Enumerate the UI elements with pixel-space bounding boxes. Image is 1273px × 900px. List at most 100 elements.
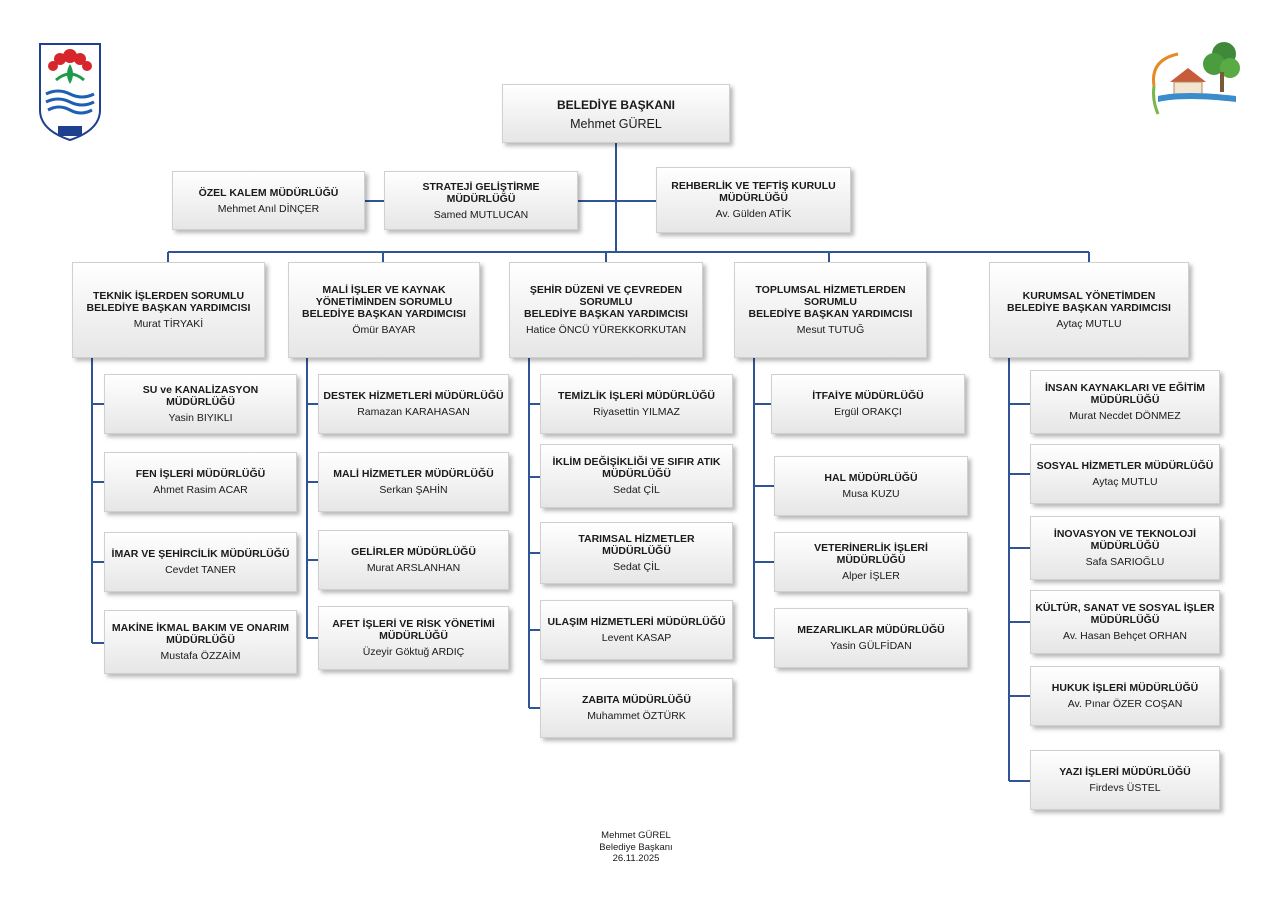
unit-title: HAL MÜDÜRLÜĞÜ bbox=[824, 472, 918, 484]
unit-head: Murat ARSLANHAN bbox=[366, 562, 461, 574]
unit-box-kultur-sanat: KÜLTÜR, SANAT VE SOSYAL İŞLER MÜDÜRLÜĞÜ … bbox=[1030, 590, 1220, 654]
unit-title: VETERİNERLİK İŞLERİ MÜDÜRLÜĞÜ bbox=[814, 542, 928, 566]
unit-head: Ergül ORAKÇI bbox=[834, 406, 902, 418]
unit-head: Safa SARIOĞLU bbox=[1085, 556, 1165, 568]
deputy-name: Mesut TUTUĞ bbox=[796, 324, 865, 336]
unit-title: AFET İŞLERİ VE RİSK YÖNETİMİ MÜDÜRLÜĞÜ bbox=[332, 618, 495, 642]
deputy-box-kurumsal: KURUMSAL YÖNETİMDEN BELEDİYE BAŞKAN YARD… bbox=[989, 262, 1189, 358]
deputy-box-teknik: TEKNİK İŞLERDEN SORUMLU BELEDİYE BAŞKAN … bbox=[72, 262, 265, 358]
unit-box-su-kanalizasyon: SU ve KANALİZASYON MÜDÜRLÜĞÜ Yasin BIYIK… bbox=[104, 374, 297, 434]
unit-title: DESTEK HİZMETLERİ MÜDÜRLÜĞÜ bbox=[323, 390, 504, 402]
unit-head: Mehmet Anıl DİNÇER bbox=[217, 202, 320, 215]
unit-box-zabita: ZABITA MÜDÜRLÜĞÜ Muhammet ÖZTÜRK bbox=[540, 678, 733, 738]
unit-title: REHBERLİK VE TEFTİŞ KURULU MÜDÜRLÜĞÜ bbox=[671, 180, 836, 204]
unit-box-itfaiye: İTFAİYE MÜDÜRLÜĞÜ Ergül ORAKÇI bbox=[771, 374, 965, 434]
unit-title: İNSAN KAYNAKLARI VE EĞİTİM MÜDÜRLÜĞÜ bbox=[1044, 382, 1206, 406]
unit-title: ULAŞIM HİZMETLERİ MÜDÜRLÜĞÜ bbox=[547, 616, 726, 628]
unit-head: Üzeyir Göktuğ ARDIÇ bbox=[362, 646, 465, 658]
signature-date: 26.11.2025 bbox=[612, 853, 660, 864]
unit-title: ÖZEL KALEM MÜDÜRLÜĞÜ bbox=[198, 186, 339, 199]
unit-title: İMAR VE ŞEHİRCİLİK MÜDÜRLÜĞÜ bbox=[111, 548, 290, 560]
deputy-name: Hatice ÖNCÜ YÜREKKORKUTAN bbox=[525, 324, 687, 336]
staff-box-ozel-kalem: ÖZEL KALEM MÜDÜRLÜĞÜ Mehmet Anıl DİNÇER bbox=[172, 171, 365, 230]
unit-head: Sedat ÇİL bbox=[613, 484, 660, 496]
signature-block: Mehmet GÜREL Belediye Başkanı 26.11.2025 bbox=[536, 830, 736, 865]
unit-head: Levent KASAP bbox=[601, 632, 672, 644]
yalova-belediyesi-logo bbox=[39, 43, 101, 142]
unit-box-temizlik: TEMİZLİK İŞLERİ MÜDÜRLÜĞÜ Riyasettin YIL… bbox=[540, 374, 733, 434]
unit-title: KÜLTÜR, SANAT VE SOSYAL İŞLER MÜDÜRLÜĞÜ bbox=[1035, 602, 1215, 626]
unit-head: Ramazan KARAHASAN bbox=[357, 406, 470, 418]
unit-box-iklim: İKLİM DEĞİŞİKLİĞİ VE SIFIR ATIK MÜDÜRLÜĞ… bbox=[540, 444, 733, 508]
unit-head: Av. Pınar ÖZER COŞAN bbox=[1067, 698, 1183, 710]
unit-title: İNOVASYON VE TEKNOLOJİ MÜDÜRLÜĞÜ bbox=[1053, 528, 1197, 552]
staff-box-rehberlik: REHBERLİK VE TEFTİŞ KURULU MÜDÜRLÜĞÜ Av.… bbox=[656, 167, 851, 233]
deputy-name: Aytaç MUTLU bbox=[1056, 318, 1122, 330]
unit-title: MEZARLIKLAR MÜDÜRLÜĞÜ bbox=[797, 624, 945, 636]
unit-title: SU ve KANALİZASYON MÜDÜRLÜĞÜ bbox=[142, 384, 259, 408]
staff-box-strateji: STRATEJİ GELİŞTİRME MÜDÜRLÜĞÜ Samed MUTL… bbox=[384, 171, 578, 230]
mayor-box: BELEDİYE BAŞKANI Mehmet GÜREL bbox=[502, 84, 730, 143]
unit-box-yazi-isleri: YAZI İŞLERİ MÜDÜRLÜĞÜ Firdevs ÜSTEL bbox=[1030, 750, 1220, 810]
unit-head: Firdevs ÜSTEL bbox=[1089, 782, 1161, 794]
unit-head: Muhammet ÖZTÜRK bbox=[587, 710, 686, 722]
unit-box-ulasim: ULAŞIM HİZMETLERİ MÜDÜRLÜĞÜ Levent KASAP bbox=[540, 600, 733, 660]
unit-head: Yasin BIYIKLI bbox=[168, 412, 233, 424]
unit-head: Musa KUZU bbox=[842, 488, 900, 500]
unit-box-veterinerlik: VETERİNERLİK İŞLERİ MÜDÜRLÜĞÜ Alper İŞLE… bbox=[774, 532, 968, 592]
deputy-name: Ömür BAYAR bbox=[352, 324, 416, 336]
unit-head: Aytaç MUTLU bbox=[1092, 476, 1158, 488]
unit-box-imar: İMAR VE ŞEHİRCİLİK MÜDÜRLÜĞÜ Cevdet TANE… bbox=[104, 532, 297, 592]
deputy-title: KURUMSAL YÖNETİMDEN BELEDİYE BAŞKAN YARD… bbox=[1007, 290, 1171, 314]
mayor-title: BELEDİYE BAŞKANI bbox=[556, 97, 675, 112]
deputy-box-sehir: ŞEHİR DÜZENİ VE ÇEVREDEN SORUMLU BELEDİY… bbox=[509, 262, 703, 358]
unit-box-destek: DESTEK HİZMETLERİ MÜDÜRLÜĞÜ Ramazan KARA… bbox=[318, 374, 509, 434]
unit-box-gelirler: GELİRLER MÜDÜRLÜĞÜ Murat ARSLANHAN bbox=[318, 530, 509, 590]
unit-title: ZABITA MÜDÜRLÜĞÜ bbox=[581, 694, 692, 706]
unit-head: Alper İŞLER bbox=[842, 570, 900, 582]
deputy-title: TOPLUMSAL HİZMETLERDEN SORUMLU BELEDİYE … bbox=[748, 284, 913, 320]
unit-title: STRATEJİ GELİŞTİRME MÜDÜRLÜĞÜ bbox=[422, 180, 540, 205]
unit-title: SOSYAL HİZMETLER MÜDÜRLÜĞÜ bbox=[1036, 460, 1214, 472]
yuruyen-kosk-logo bbox=[1152, 42, 1240, 115]
unit-head: Cevdet TANER bbox=[165, 564, 236, 576]
unit-title: İKLİM DEĞİŞİKLİĞİ VE SIFIR ATIK MÜDÜRLÜĞ… bbox=[552, 456, 721, 480]
unit-head: Mustafa ÖZZAİM bbox=[160, 650, 241, 662]
unit-head: Sedat ÇİL bbox=[613, 561, 660, 573]
unit-box-insan-kaynaklari: İNSAN KAYNAKLARI VE EĞİTİM MÜDÜRLÜĞÜ Mur… bbox=[1030, 370, 1220, 434]
unit-title: YAZI İŞLERİ MÜDÜRLÜĞÜ bbox=[1059, 766, 1191, 778]
deputy-box-toplumsal: TOPLUMSAL HİZMETLERDEN SORUMLU BELEDİYE … bbox=[734, 262, 927, 358]
unit-title: İTFAİYE MÜDÜRLÜĞÜ bbox=[812, 390, 924, 402]
unit-title: MALİ HİZMETLER MÜDÜRLÜĞÜ bbox=[333, 468, 494, 480]
unit-box-sosyal-hizmetler: SOSYAL HİZMETLER MÜDÜRLÜĞÜ Aytaç MUTLU bbox=[1030, 444, 1220, 504]
unit-title: MAKİNE İKMAL BAKIM VE ONARIM MÜDÜRLÜĞÜ bbox=[111, 622, 290, 646]
unit-title: GELİRLER MÜDÜRLÜĞÜ bbox=[351, 546, 476, 558]
deputy-title: MALİ İŞLER VE KAYNAK YÖNETİMİNDEN SORUML… bbox=[302, 284, 466, 320]
signature-name: Mehmet GÜREL bbox=[601, 830, 671, 841]
unit-head: Yasin GÜLFİDAN bbox=[830, 640, 912, 652]
unit-box-hukuk: HUKUK İŞLERİ MÜDÜRLÜĞÜ Av. Pınar ÖZER CO… bbox=[1030, 666, 1220, 726]
unit-box-makine-ikmal: MAKİNE İKMAL BAKIM VE ONARIM MÜDÜRLÜĞÜ M… bbox=[104, 610, 297, 674]
unit-head: Serkan ŞAHİN bbox=[379, 484, 448, 496]
unit-box-inovasyon: İNOVASYON VE TEKNOLOJİ MÜDÜRLÜĞÜ Safa SA… bbox=[1030, 516, 1220, 580]
deputy-title: TEKNİK İŞLERDEN SORUMLU BELEDİYE BAŞKAN … bbox=[86, 290, 251, 314]
unit-title: TARIMSAL HİZMETLER MÜDÜRLÜĞÜ bbox=[578, 533, 695, 557]
unit-head: Ahmet Rasim ACAR bbox=[153, 484, 248, 496]
deputy-box-mali: MALİ İŞLER VE KAYNAK YÖNETİMİNDEN SORUML… bbox=[288, 262, 480, 358]
unit-head: Av. Gülden ATİK bbox=[715, 208, 792, 220]
unit-box-mezarliklar: MEZARLIKLAR MÜDÜRLÜĞÜ Yasin GÜLFİDAN bbox=[774, 608, 968, 668]
unit-title: HUKUK İŞLERİ MÜDÜRLÜĞÜ bbox=[1051, 682, 1199, 694]
deputy-title: ŞEHİR DÜZENİ VE ÇEVREDEN SORUMLU BELEDİY… bbox=[524, 284, 688, 320]
mayor-name: Mehmet GÜREL bbox=[570, 116, 662, 131]
unit-head: Samed MUTLUCAN bbox=[433, 208, 529, 221]
unit-box-mali-hizmetler: MALİ HİZMETLER MÜDÜRLÜĞÜ Serkan ŞAHİN bbox=[318, 452, 509, 512]
unit-box-hal: HAL MÜDÜRLÜĞÜ Musa KUZU bbox=[774, 456, 968, 516]
unit-box-afet: AFET İŞLERİ VE RİSK YÖNETİMİ MÜDÜRLÜĞÜ Ü… bbox=[318, 606, 509, 670]
unit-box-tarimsal: TARIMSAL HİZMETLER MÜDÜRLÜĞÜ Sedat ÇİL bbox=[540, 522, 733, 584]
unit-head: Riyasettin YILMAZ bbox=[593, 406, 680, 418]
deputy-name: Murat TİRYAKİ bbox=[133, 318, 204, 330]
unit-head: Av. Hasan Behçet ORHAN bbox=[1063, 630, 1187, 642]
unit-head: Murat Necdet DÖNMEZ bbox=[1069, 410, 1181, 422]
signature-role: Belediye Başkanı bbox=[599, 841, 673, 853]
